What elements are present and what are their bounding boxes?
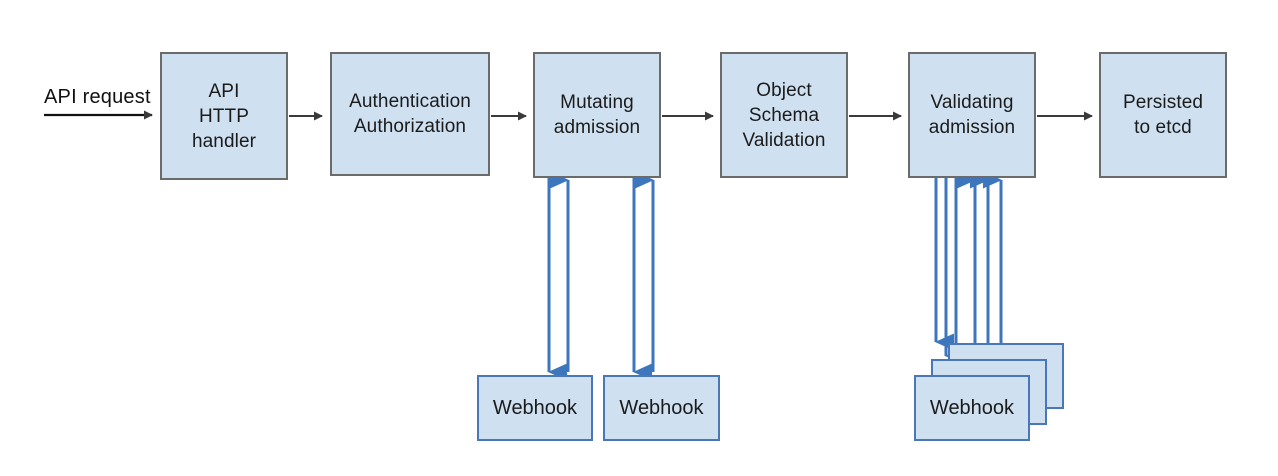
stage-text-line: Authorization [353,116,467,137]
stage-text-line: HTTP [198,105,249,127]
stage-label-mutating-admission: Mutating admission [554,90,640,140]
stage-label-api-http-handler: API HTTP handler [192,79,256,154]
stage-api-http-handler[interactable]: API HTTP handler [160,52,288,180]
webhook-label: Webhook [929,397,1015,419]
stage-text-line: Mutating [560,92,634,113]
stage-mutating-admission[interactable]: Mutating admission [533,52,661,178]
stage-label-authentication-authorization: Authentication Authorization [349,89,471,139]
stage-authentication-authorization[interactable]: Authentication Authorization [330,52,490,176]
mutating-webhook-2[interactable]: Webhook [603,375,720,441]
stage-label-validating-admission: Validating admission [929,90,1015,140]
webhook-label: Webhook [492,397,578,419]
stage-text-line: admission [928,117,1016,138]
stage-text-line: Persisted [1122,92,1204,113]
stage-text-line: Object [756,79,812,101]
mutating-webhook-1[interactable]: Webhook [477,375,593,441]
stage-text-line: Validating [930,92,1014,113]
stage-label-object-schema-validation: Object Schema Validation [742,78,825,153]
stage-text-line: Schema [748,104,820,126]
stage-text-line: Authentication [349,91,471,112]
stage-object-schema-validation[interactable]: Object Schema Validation [720,52,848,178]
stage-text-line: handler [191,130,257,152]
webhook-label: Webhook [619,397,704,419]
stage-text-line: to etcd [1134,117,1192,138]
stage-label-persisted-to-etcd: Persisted to etcd [1123,90,1203,140]
stage-text-line: Validation [742,129,826,151]
validating-webhook-stack-front[interactable]: Webhook [914,375,1030,441]
api-request-label: API request [44,86,151,108]
stage-persisted-to-etcd[interactable]: Persisted to etcd [1099,52,1227,178]
stage-validating-admission[interactable]: Validating admission [908,52,1036,178]
stage-text-line: admission [553,117,641,138]
stage-text-line: API [208,80,240,102]
